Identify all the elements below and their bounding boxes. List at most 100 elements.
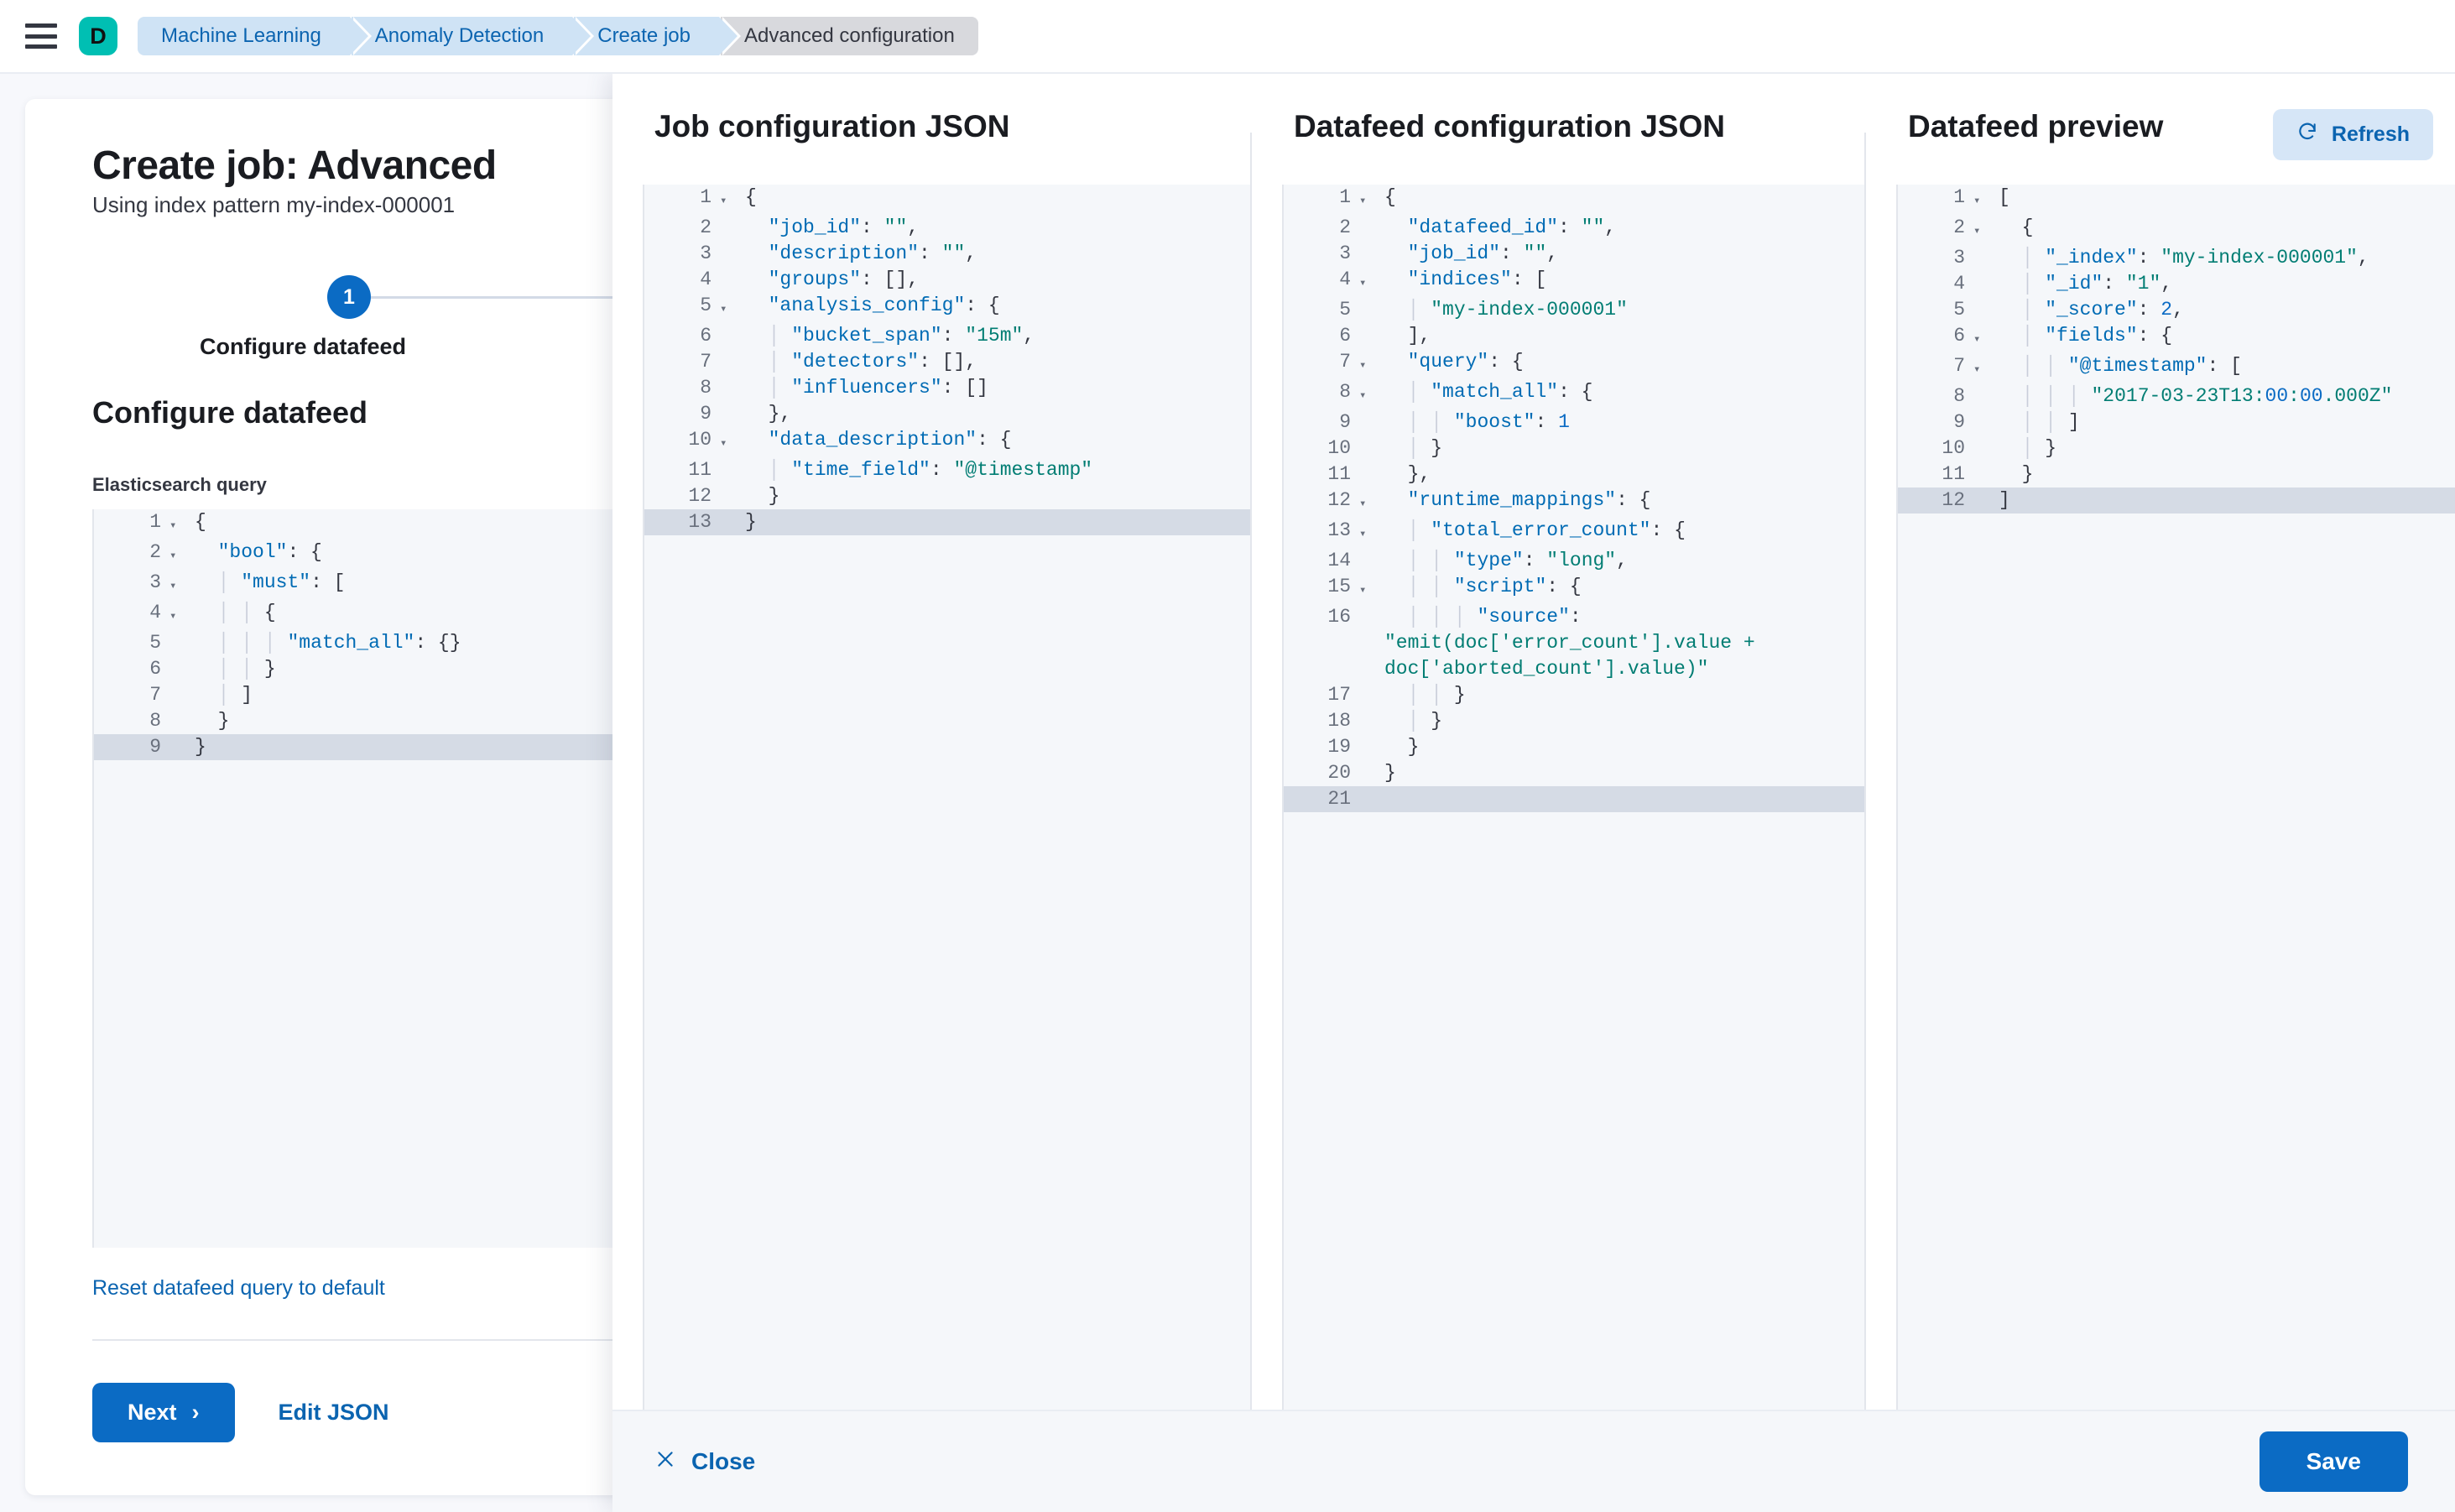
editor-line[interactable]: 7▾ "query": { xyxy=(1284,349,1864,379)
editor-line[interactable]: 11 } xyxy=(1898,461,2455,487)
fold-toggle-icon[interactable]: ▾ xyxy=(166,540,185,570)
save-button[interactable]: Save xyxy=(2260,1431,2408,1492)
fold-toggle-icon[interactable]: ▾ xyxy=(1970,353,1988,383)
fold-toggle-icon[interactable]: ▾ xyxy=(1356,487,1374,518)
hamburger-icon[interactable] xyxy=(25,23,57,49)
breadcrumb-item-advanced-configuration[interactable]: Advanced configuration xyxy=(721,17,978,55)
breadcrumb-item-create-job[interactable]: Create job xyxy=(574,17,719,55)
datafeed-configuration-json-editor[interactable]: 1▾{2 "datafeed_id": "",3 "job_id": "",4▾… xyxy=(1282,185,1864,1410)
editor-line[interactable]: 12 } xyxy=(644,483,1250,509)
fold-toggle-icon[interactable]: ▾ xyxy=(1970,323,1988,353)
editor-code: │ │ "@timestamp": [ xyxy=(1988,353,2455,379)
editor-line[interactable]: 5▾ "analysis_config": { xyxy=(644,293,1250,323)
app-logo[interactable]: D xyxy=(79,17,117,55)
fold-toggle-icon[interactable]: ▾ xyxy=(166,570,185,600)
edit-json-button[interactable]: Edit JSON xyxy=(279,1400,389,1426)
editor-line[interactable]: 10 │ } xyxy=(1898,435,2455,461)
editor-line[interactable]: 1▾{ xyxy=(1284,185,1864,215)
editor-line[interactable]: 10 │ } xyxy=(1284,435,1864,461)
fold-toggle-icon[interactable]: ▾ xyxy=(1356,518,1374,548)
editor-line[interactable]: 20} xyxy=(1284,760,1864,786)
editor-line[interactable]: 18 │ } xyxy=(1284,708,1864,734)
editor-line[interactable]: 4 "groups": [], xyxy=(644,267,1250,293)
fold-toggle-icon[interactable]: ▾ xyxy=(717,185,735,215)
editor-line[interactable]: 17 │ │ } xyxy=(1284,682,1864,708)
line-number: 7 xyxy=(644,349,717,375)
editor-line[interactable]: 8 │ │ │ "2017-03-23T13:00:00.000Z" xyxy=(1898,383,2455,409)
fold-toggle-icon[interactable]: ▾ xyxy=(166,509,185,540)
editor-line[interactable]: 4 │ "_id": "1", xyxy=(1898,271,2455,297)
editor-line[interactable]: 12] xyxy=(1898,487,2455,514)
editor-code: "query": { xyxy=(1374,349,1864,375)
editor-line[interactable]: 2▾ { xyxy=(1898,215,2455,245)
line-number: 12 xyxy=(1898,487,1970,514)
breadcrumb-item-machine-learning[interactable]: Machine Learning xyxy=(138,17,350,55)
fold-toggle-icon xyxy=(1970,435,1988,440)
editor-line[interactable]: 7 │ "detectors": [], xyxy=(644,349,1250,375)
breadcrumb-item-anomaly-detection[interactable]: Anomaly Detection xyxy=(352,17,572,55)
datafeed-preview-json-editor[interactable]: 1▾[2▾ {3 │ "_index": "my-index-000001",4… xyxy=(1896,185,2455,1410)
editor-line[interactable]: 14 │ │ "type": "long", xyxy=(1284,548,1864,574)
line-number: 7 xyxy=(1284,349,1356,375)
fold-toggle-icon[interactable]: ▾ xyxy=(1356,267,1374,297)
editor-line[interactable]: 21 xyxy=(1284,786,1864,812)
fold-toggle-icon[interactable]: ▾ xyxy=(717,427,735,457)
next-button-label: Next xyxy=(128,1400,177,1426)
close-button-label: Close xyxy=(691,1448,755,1475)
close-button[interactable]: Close xyxy=(654,1448,755,1476)
fold-toggle-icon[interactable]: ▾ xyxy=(1356,574,1374,604)
editor-line[interactable]: 13▾ │ "total_error_count": { xyxy=(1284,518,1864,548)
editor-line[interactable]: 8▾ │ "match_all": { xyxy=(1284,379,1864,409)
editor-line[interactable]: 7▾ │ │ "@timestamp": [ xyxy=(1898,353,2455,383)
editor-line[interactable]: 3 │ "_index": "my-index-000001", xyxy=(1898,245,2455,271)
editor-line[interactable]: 2 "job_id": "", xyxy=(644,215,1250,241)
editor-line[interactable]: 9 │ │ "boost": 1 xyxy=(1284,409,1864,435)
next-button[interactable]: Next › xyxy=(92,1383,235,1442)
editor-line[interactable]: 9 }, xyxy=(644,401,1250,427)
fold-toggle-icon[interactable]: ▾ xyxy=(166,600,185,630)
fold-toggle-icon[interactable]: ▾ xyxy=(1970,185,1988,215)
fold-toggle-icon[interactable]: ▾ xyxy=(1970,215,1988,245)
line-number: 16 xyxy=(1284,604,1356,630)
editor-line[interactable]: 6 │ "bucket_span": "15m", xyxy=(644,323,1250,349)
editor-line[interactable]: 11 }, xyxy=(1284,461,1864,487)
editor-line[interactable]: 16 │ │ │ "source": "emit(doc['error_coun… xyxy=(1284,604,1864,682)
line-number: 8 xyxy=(1898,383,1970,409)
refresh-button[interactable]: Refresh xyxy=(2273,109,2433,160)
editor-code: │ } xyxy=(1374,435,1864,461)
editor-line[interactable]: 3 "description": "", xyxy=(644,241,1250,267)
editor-line[interactable]: 6▾ │ "fields": { xyxy=(1898,323,2455,353)
editor-line[interactable]: 6 ], xyxy=(1284,323,1864,349)
editor-line[interactable]: 11 │ "time_field": "@timestamp" xyxy=(644,457,1250,483)
editor-line[interactable]: 1▾{ xyxy=(644,185,1250,215)
fold-toggle-icon[interactable]: ▾ xyxy=(717,293,735,323)
editor-line[interactable]: 12▾ "runtime_mappings": { xyxy=(1284,487,1864,518)
step-indicator-1[interactable]: 1 xyxy=(327,275,371,319)
line-number: 9 xyxy=(1284,409,1356,435)
editor-line[interactable]: 2 "datafeed_id": "", xyxy=(1284,215,1864,241)
editor-code: │ } xyxy=(1988,435,2455,461)
editor-line[interactable]: 10▾ "data_description": { xyxy=(644,427,1250,457)
fold-toggle-icon[interactable]: ▾ xyxy=(1356,185,1374,215)
line-number: 15 xyxy=(1284,574,1356,600)
editor-line[interactable]: 3 "job_id": "", xyxy=(1284,241,1864,267)
editor-line[interactable]: 5 │ "_score": 2, xyxy=(1898,297,2455,323)
editor-line[interactable]: 19 } xyxy=(1284,734,1864,760)
editor-line[interactable]: 1▾[ xyxy=(1898,185,2455,215)
editor-line[interactable]: 13} xyxy=(644,509,1250,535)
refresh-icon xyxy=(2296,121,2318,149)
datafeed-preview-column: Datafeed preview Refresh 1▾[2▾ {3 │ "_in… xyxy=(1866,109,2455,1410)
line-number: 10 xyxy=(1284,435,1356,461)
fold-toggle-icon xyxy=(1356,682,1374,686)
editor-line[interactable]: 4▾ "indices": [ xyxy=(1284,267,1864,297)
fold-toggle-icon xyxy=(1970,487,1988,492)
line-number: 5 xyxy=(644,293,717,319)
editor-line[interactable]: 15▾ │ │ "script": { xyxy=(1284,574,1864,604)
editor-line[interactable]: 5 │ "my-index-000001" xyxy=(1284,297,1864,323)
job-configuration-json-editor[interactable]: 1▾{2 "job_id": "",3 "description": "",4 … xyxy=(643,185,1250,1410)
fold-toggle-icon[interactable]: ▾ xyxy=(1356,349,1374,379)
editor-line[interactable]: 8 │ "influencers": [] xyxy=(644,375,1250,401)
editor-code: ], xyxy=(1374,323,1864,349)
editor-line[interactable]: 9 │ │ ] xyxy=(1898,409,2455,435)
fold-toggle-icon[interactable]: ▾ xyxy=(1356,379,1374,409)
